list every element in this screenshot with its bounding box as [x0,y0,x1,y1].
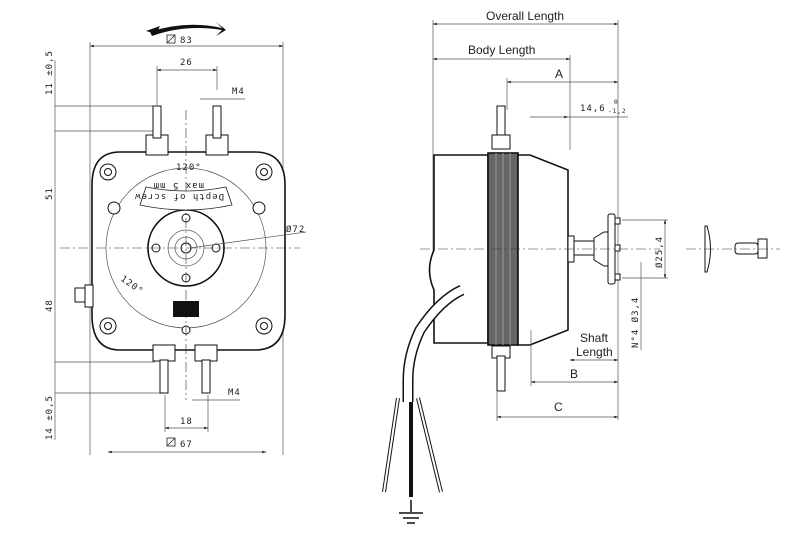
corner-mounting-holes [99,163,273,335]
bolt-circle-label: Ø72 [286,224,305,235]
stud-spacing-26-label: 26 [180,58,193,68]
thread-m4-top-label: M4 [232,87,245,97]
upper-height-label: 51 [45,187,55,200]
stud-spacing-18-label: 18 [180,417,193,427]
angle-top-label: 120° [176,163,202,173]
flange-tol-upper: 0 [614,99,619,106]
flange-offset-label: 14,6 [580,104,606,114]
manufacturer-logo [173,301,199,317]
dim-c-label: C [554,400,563,414]
dim-b-label: B [570,367,578,381]
overall-length-label: Overall Length [486,9,564,23]
stud-height-bottom-label: 14 ±0,5 [45,395,55,440]
lower-height-label: 48 [45,299,55,312]
side-view: Overall Length Body Length A 14,6 0 -1,2 [382,9,780,524]
hub-holes-label: N°4 Ø3,4 [630,297,641,348]
width-83-label: 83 [180,36,193,46]
top-studs [145,105,229,156]
front-view: 83 26 M4 11 ±0,5 51 48 14 ±0,5 [45,22,307,455]
width-67-label: 67 [180,440,193,450]
shaft-length-label-1: Shaft [580,331,609,345]
bottom-studs [152,344,218,394]
ground-symbol-icon [399,500,423,524]
svg-text:max 5 mm: max 5 mm [153,180,204,190]
screw-depth-note: Depth of screw max 5 mm [134,180,233,211]
body-length-label: Body Length [468,43,535,57]
thread-m4-bottom-label: M4 [228,388,241,398]
svg-text:Depth of screw: Depth of screw [134,191,224,201]
flange-tol-lower: -1,2 [608,108,626,115]
stud-height-top-label: 11 ±0,5 [45,50,55,95]
dim-a-label: A [555,67,563,81]
shaft-length-label-2: Length [576,345,613,359]
rotation-arrow-icon [150,22,226,36]
hub-screw [734,238,768,259]
hub-diameter-label: Ø25,4 [654,236,665,268]
